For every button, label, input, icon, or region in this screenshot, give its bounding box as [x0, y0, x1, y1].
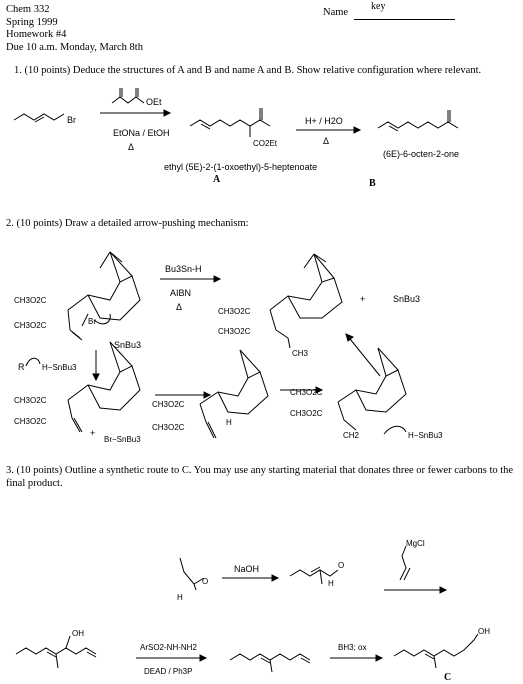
q2-snbu3-2: SnBu3 — [393, 294, 420, 304]
q1-base-conditions: EtONa / EtOH — [113, 128, 170, 138]
q2-product — [269, 253, 343, 349]
q1-heat-1: Δ — [128, 142, 134, 152]
q1-bromide-structure — [13, 113, 65, 123]
header-block: Chem 332 Spring 1999 Homework #4 Due 10 … — [6, 4, 143, 54]
q2-intermediate-2 — [199, 349, 269, 439]
q1-name-B: (6E)-6-octen-2-one — [383, 149, 459, 159]
q3-diene-structure — [229, 653, 311, 673]
q2-ester-1: CH3O2C — [14, 296, 47, 305]
q2-int-ester-2: CH3O2C — [14, 417, 47, 426]
name-label: Name — [323, 7, 349, 18]
q2-int3-ester-1: CH3O2C — [290, 388, 323, 397]
question-3-text: 3. (10 points) Outline a synthetic route… — [6, 465, 514, 489]
q3-oh-2: OH — [478, 627, 490, 636]
q3-naoh: NaOH — [234, 564, 259, 574]
due-date: Due 10 a.m. Monday, March 8th — [6, 41, 143, 53]
q1-co2et-label: CO2Et — [253, 139, 278, 148]
q2-product-ester-1: CH3O2C — [218, 307, 251, 316]
q2-plus-2: + — [90, 428, 95, 438]
q1-label-A: A — [213, 174, 221, 185]
q1-label-B: B — [369, 178, 376, 189]
q3-mgcl: MgCl — [406, 539, 425, 548]
assignment-title: Homework #4 — [6, 29, 67, 40]
q2-int-ester-1: CH3O2C — [14, 396, 47, 405]
q2-int2-ester-1: CH3O2C — [152, 400, 185, 409]
q2-plus-1: + — [360, 294, 365, 304]
q3-aldehyde-h: H — [177, 593, 183, 602]
q1-product-A-structure — [189, 108, 271, 137]
q3-bh3: BH3; ox — [338, 643, 366, 652]
q3-label-C: C — [444, 672, 451, 683]
q2-h-snbu3-2: H−SnBu3 — [408, 431, 443, 440]
q2-ester-2: CH3O2C — [14, 321, 47, 330]
question-1-text: 1. (10 points) Deduce the structures of … — [14, 65, 482, 76]
q3-enal-structure — [289, 566, 339, 585]
q3-product-C-structure — [393, 633, 479, 669]
q1-heat-2: Δ — [323, 136, 329, 146]
q2-starting-material — [67, 251, 141, 341]
q1-product-B-structure — [377, 110, 459, 132]
q2-ch2-label: CH2 — [343, 431, 360, 440]
q2-reagent-1: Bu3Sn-H — [165, 264, 202, 274]
q2-heat: Δ — [176, 302, 182, 312]
q2-r-radical: R — [18, 362, 25, 372]
q1-br-label: Br — [67, 115, 76, 125]
course-title: Chem 332 — [6, 4, 50, 15]
q3-oh-1: OH — [72, 629, 84, 638]
q3-sulfonyl-hydrazide: ArSO2-NH-NH2 — [140, 643, 197, 652]
q2-br-label: Br — [88, 317, 96, 326]
q3-enal-o: O — [338, 561, 344, 570]
q2-reagent-2: AIBN — [170, 288, 191, 298]
q1-oet-label: OEt — [146, 97, 162, 107]
name-field: Name key — [323, 1, 455, 21]
q2-h-snbu3-1: H−SnBu3 — [42, 363, 77, 372]
q2-product-ester-2: CH3O2C — [218, 327, 251, 336]
q2-arrow-step-3 — [345, 333, 381, 377]
q3-aldehyde-o: O — [202, 577, 208, 586]
q1-acid-conditions: H+ / H2O — [305, 116, 343, 126]
q3-propanal-structure — [179, 557, 205, 591]
q2-int3-ester-2: CH3O2C — [290, 409, 323, 418]
q2-snbu3-1: SnBu3 — [114, 340, 141, 350]
q3-enal-h: H — [328, 579, 334, 588]
term: Spring 1999 — [6, 16, 58, 28]
question-2-text: 2. (10 points) Draw a detailed arrow-pus… — [6, 218, 249, 229]
q1-name-A: ethyl (5E)-2-(1-oxoethyl)-5-heptenoate — [164, 162, 317, 172]
q2-br-snbu3: Br−SnBu3 — [104, 435, 141, 444]
q2-intermediate-1 — [67, 341, 141, 433]
q3-dead: DEAD / Ph3P — [144, 667, 192, 676]
q2-h-label: H — [226, 418, 232, 427]
key-annotation: key — [371, 1, 386, 12]
q2-ch3-label: CH3 — [292, 349, 309, 358]
q2-intermediate-3 — [337, 347, 407, 431]
q1-ketoester-structure — [111, 88, 145, 104]
q3-alcohol-structure — [15, 635, 97, 669]
q2-int2-ester-2: CH3O2C — [152, 423, 185, 432]
q3-allyl-grignard — [399, 545, 411, 581]
name-underline — [354, 19, 455, 20]
